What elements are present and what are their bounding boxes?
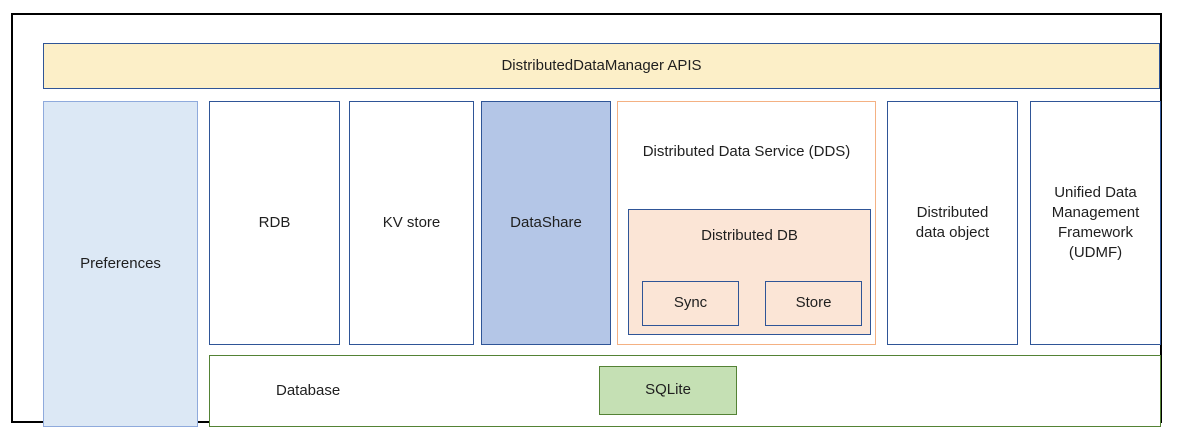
- dds-label: Distributed Data Service (DDS): [642, 143, 851, 160]
- box-distributed-data-service: Distributed Data Service (DDS) Distribut…: [617, 101, 876, 345]
- box-sync: Sync: [642, 281, 739, 326]
- box-sqlite: SQLite: [599, 366, 737, 415]
- box-rdb: RDB: [209, 101, 340, 345]
- box-preferences: Preferences: [43, 101, 198, 427]
- rdb-label: RDB: [258, 213, 291, 231]
- udmf-label: Unified Data Management Framework (UDMF): [1051, 183, 1140, 262]
- distributed-data-object-label: Distributed data object: [915, 203, 990, 241]
- kv-store-label: KV store: [382, 213, 441, 231]
- box-distributed-db: Distributed DB Sync Store: [628, 209, 871, 335]
- sqlite-label: SQLite: [645, 381, 691, 399]
- database-label: Database: [276, 381, 341, 399]
- banner-distributeddatamanager-apis: DistributedDataManager APIS: [43, 43, 1160, 89]
- datashare-label: DataShare: [510, 213, 582, 231]
- box-store: Store: [765, 281, 862, 326]
- box-kv-store: KV store: [349, 101, 474, 345]
- box-distributed-data-object: Distributed data object: [887, 101, 1018, 345]
- distributed-db-label: Distributed DB: [701, 227, 798, 244]
- store-label: Store: [795, 294, 832, 312]
- sync-label: Sync: [673, 294, 708, 312]
- box-udmf: Unified Data Management Framework (UDMF): [1030, 101, 1161, 345]
- diagram-outer-frame: DistributedDataManager APIS Preferences …: [11, 13, 1162, 427]
- preferences-label: Preferences: [80, 254, 161, 272]
- banner-label: DistributedDataManager APIS: [501, 56, 702, 74]
- box-datashare: DataShare: [481, 101, 611, 345]
- box-database: Database SQLite: [209, 355, 1161, 427]
